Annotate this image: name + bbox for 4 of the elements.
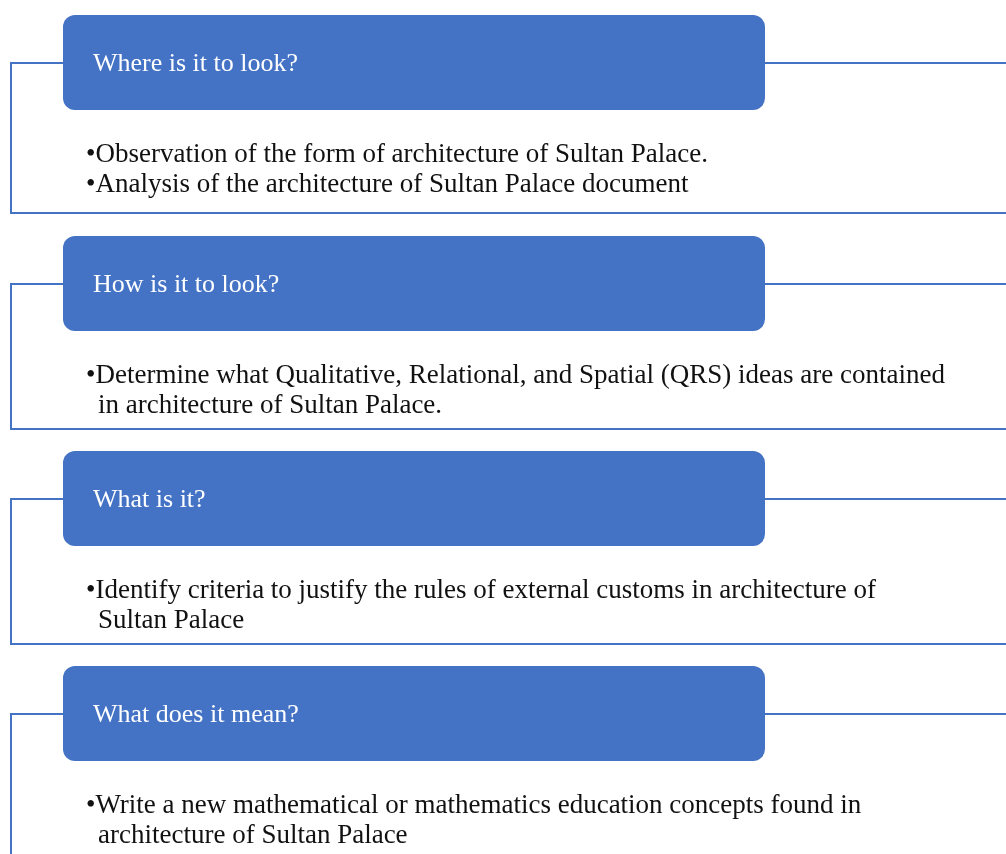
heading-tab: What does it mean?: [63, 666, 765, 761]
heading-tab: Where is it to look?: [63, 15, 765, 110]
heading-tab: What is it?: [63, 451, 765, 546]
heading-tab: How is it to look?: [63, 236, 765, 331]
